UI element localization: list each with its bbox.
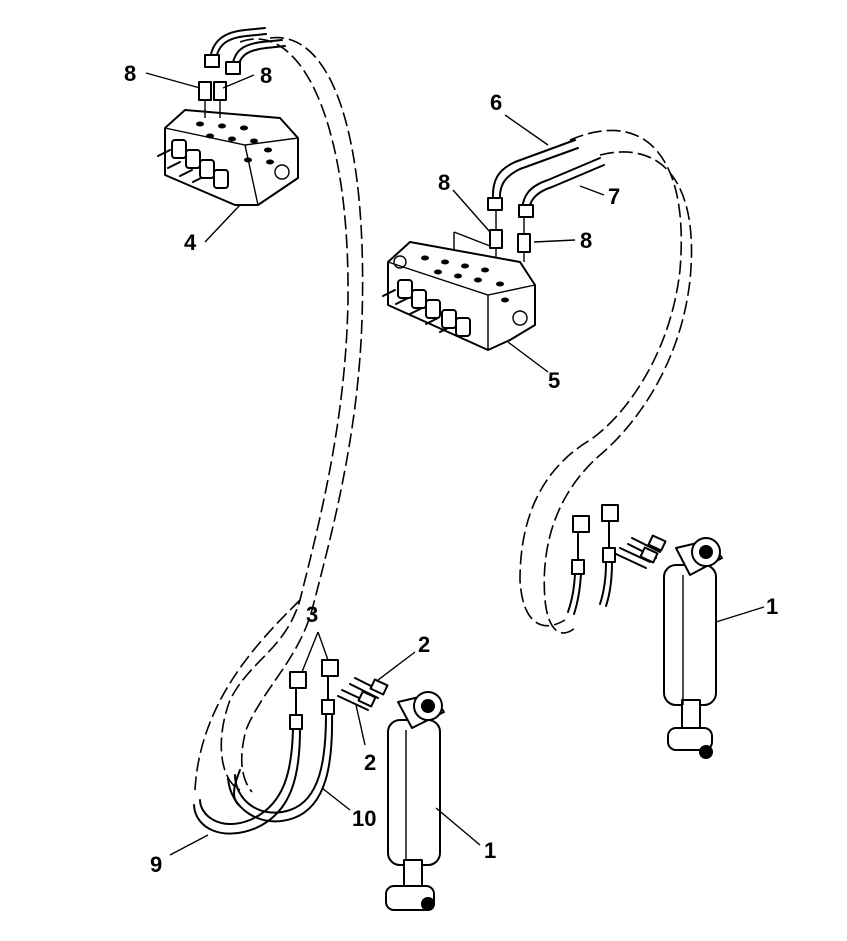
callout-8-valve-5-left: 8 bbox=[438, 170, 450, 195]
callout-6: 6 bbox=[490, 90, 502, 115]
hoses-9-10 bbox=[193, 713, 334, 835]
callout-2-lower: 2 bbox=[364, 750, 376, 775]
top-left-hoses bbox=[204, 27, 286, 75]
hoses-6-7 bbox=[487, 139, 605, 218]
hose-routes-dashed bbox=[194, 36, 693, 793]
callout-8-top-left: 8 bbox=[124, 61, 136, 86]
valve-5-ports bbox=[421, 255, 509, 303]
callout-2-upper: 2 bbox=[418, 632, 430, 657]
callout-4: 4 bbox=[184, 230, 197, 255]
callout-9: 9 bbox=[150, 852, 162, 877]
callout-8-valve-5-right: 8 bbox=[580, 228, 592, 253]
valve-5-spools bbox=[382, 279, 471, 337]
callout-1-right: 1 bbox=[766, 594, 778, 619]
valve-4-spools bbox=[157, 139, 229, 189]
callout-3: 3 bbox=[306, 602, 318, 627]
leader-lines bbox=[145, 72, 765, 856]
control-valve-5 bbox=[382, 241, 536, 351]
valve-4-ports bbox=[196, 121, 274, 165]
fittings-right-cylinder bbox=[567, 504, 667, 615]
callout-labels: 8 8 4 6 7 8 8 5 1 3 2 2 10 1 9 bbox=[124, 61, 778, 877]
control-valve-4 bbox=[157, 109, 299, 206]
hydraulic-cylinder-left bbox=[385, 691, 445, 911]
callout-10: 10 bbox=[352, 806, 376, 831]
fittings-8-valve-4 bbox=[198, 81, 227, 118]
callout-5: 5 bbox=[548, 368, 560, 393]
callout-7: 7 bbox=[608, 184, 620, 209]
callout-1-left: 1 bbox=[484, 838, 496, 863]
fittings-left-cylinder bbox=[289, 659, 389, 730]
fittings-8-valve-5 bbox=[453, 210, 531, 262]
callout-8-top-right: 8 bbox=[260, 63, 272, 88]
hydraulic-cylinder-right bbox=[663, 537, 723, 759]
